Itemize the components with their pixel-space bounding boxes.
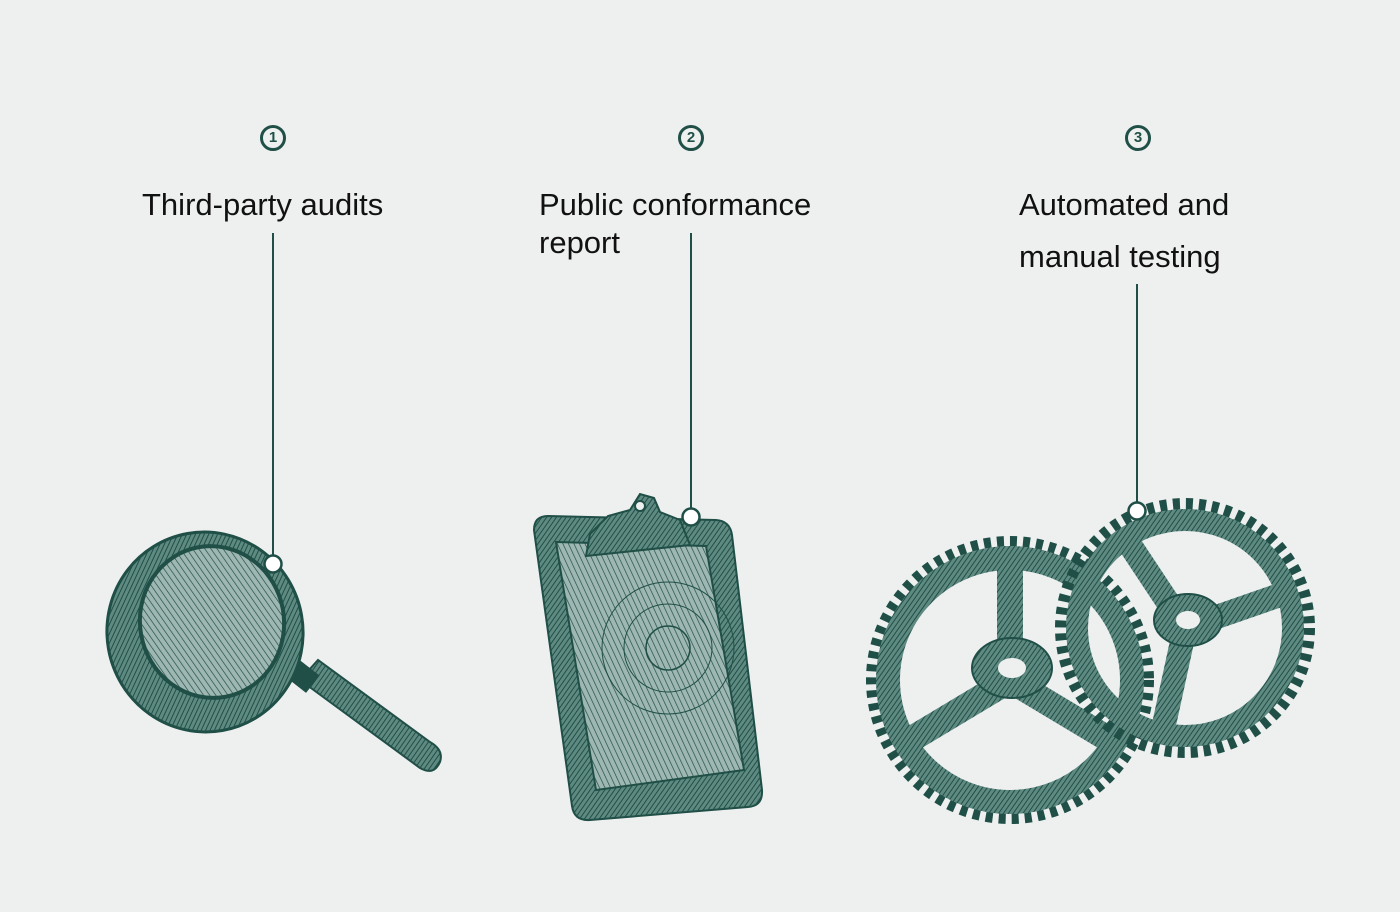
step-number-3: 3 (1125, 125, 1151, 151)
magnifying-glass-icon (105, 530, 442, 772)
connector-dot-1 (263, 554, 283, 574)
step-title-3-line-2: manual testing (1019, 239, 1221, 274)
step-title-1: Third-party audits (142, 186, 383, 224)
connector-dot-2 (681, 507, 701, 527)
step-number-1: 1 (260, 125, 286, 151)
step-title-3-line-1: Automated and (1019, 187, 1230, 222)
step-title-2-line-1: Public conformance (539, 187, 812, 222)
step-number-2: 2 (678, 125, 704, 151)
step-title-2: Public conformance report (539, 186, 811, 262)
step-title-3: Automated and manual testing (1019, 179, 1229, 283)
clipboard-icon (532, 492, 764, 822)
connector-dot-3 (1127, 501, 1147, 521)
step-title-2-line-2: report (539, 225, 620, 260)
step-title-1-line-1: Third-party audits (142, 187, 384, 222)
gears-icon (866, 498, 1315, 824)
